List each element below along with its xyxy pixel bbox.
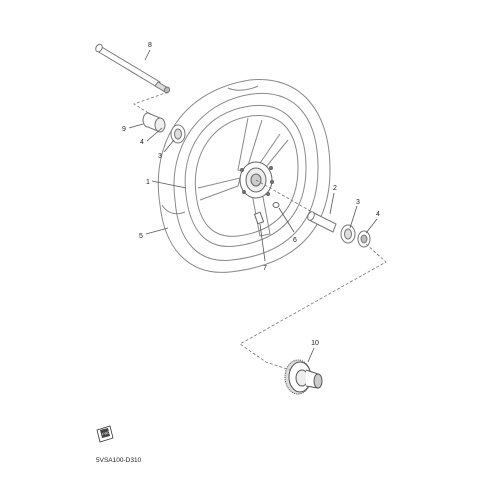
callout-3-right: 3: [356, 199, 360, 206]
bearing-right: [341, 225, 355, 243]
callout-7: 7: [263, 265, 267, 272]
oil-seal-right: [358, 231, 370, 247]
callout-2: 2: [333, 185, 337, 192]
callout-9: 9: [122, 126, 126, 133]
callout-3-left: 3: [158, 153, 162, 160]
callout-5: 5: [139, 233, 143, 240]
callout-4-right: 4: [376, 211, 380, 218]
callout-1: 1: [146, 179, 150, 186]
part-code: 5VSA100-D310: [96, 457, 142, 464]
callout-10: 10: [311, 340, 319, 347]
balance-weight: [273, 203, 279, 208]
callout-8: 8: [148, 42, 152, 49]
callout-4-left: 4: [140, 139, 144, 146]
callout-6: 6: [293, 237, 297, 244]
